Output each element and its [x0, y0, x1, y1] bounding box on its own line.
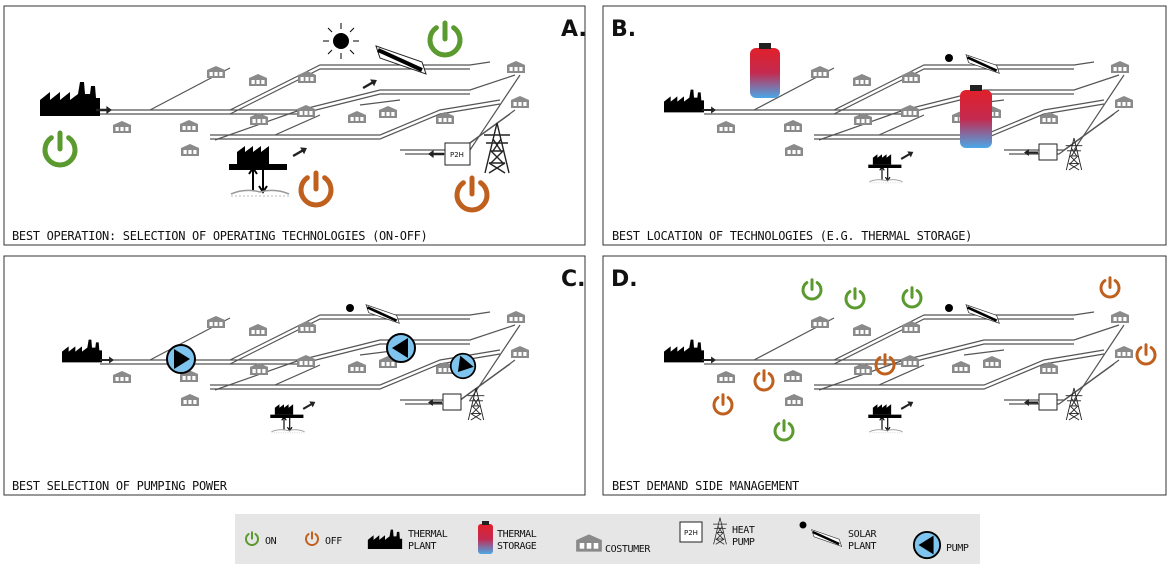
legend-heat-pump-line2: PUMP — [732, 537, 755, 548]
legend-solar-plant-line1: SOLAR — [848, 529, 877, 540]
legend-solar-plant-line2: PLANT — [848, 541, 876, 552]
panel-a-frame — [3, 5, 586, 246]
sun-icon — [945, 304, 953, 312]
pump-icon — [386, 333, 416, 363]
panel-d-caption: BEST DEMAND SIDE MANAGEMENT — [612, 479, 799, 493]
legend: ON OFF THERMAL PLANT THERMAL STORAGE COS… — [235, 514, 980, 564]
panel-b: B. BEST LOCATION OF TECHNOLOGIES (E.G. T… — [602, 5, 1167, 246]
panel-c-caption: BEST SELECTION OF PUMPING POWER — [12, 479, 228, 493]
pump-icon — [166, 344, 196, 374]
legend-thermal-storage-line1: THERMAL — [497, 529, 537, 540]
legend-thermal-plant-line2: PLANT — [408, 541, 436, 552]
legend-heat-pump-box-label: P2H — [684, 529, 698, 537]
legend-box — [235, 514, 980, 564]
legend-heat-pump-line1: HEAT — [732, 525, 755, 536]
sun-icon — [945, 54, 953, 62]
panel-c-frame — [3, 255, 586, 496]
panel-a-label: A. — [561, 17, 587, 42]
panel-c: C. BEST SELECTION OF PUMPING POWER — [3, 255, 586, 496]
heat-pump-box-label: P2H — [450, 151, 464, 159]
pump-icon — [912, 530, 942, 560]
panel-b-frame — [602, 5, 1167, 246]
heat-pump-box — [1038, 393, 1058, 411]
sun-icon — [799, 521, 807, 529]
heat-pump-box — [1038, 143, 1058, 161]
panel-a-caption: BEST OPERATION: SELECTION OF OPERATING T… — [12, 229, 427, 243]
legend-on-label: ON — [265, 536, 277, 547]
legend-thermal-storage-line2: STORAGE — [497, 541, 537, 552]
legend-costumer-label: COSTUMER — [605, 544, 651, 555]
panel-d: D. BEST DEMAND SIDE MANAGEMENT — [602, 255, 1167, 496]
panel-b-label: B. — [611, 17, 636, 42]
heat-pump-box — [679, 521, 703, 543]
legend-thermal-plant-line1: THERMAL — [408, 529, 448, 540]
thermal-storage-icon — [960, 85, 992, 148]
sun-icon — [323, 23, 359, 59]
panel-b-caption: BEST LOCATION OF TECHNOLOGIES (E.G. THER… — [612, 229, 972, 243]
legend-pump-label: PUMP — [946, 543, 969, 554]
thermal-storage-icon — [750, 43, 780, 98]
heat-pump-box — [444, 142, 471, 166]
thermal-storage-icon — [478, 521, 493, 554]
sun-icon — [346, 304, 354, 312]
panel-c-label: C. — [561, 267, 586, 292]
legend-off-label: OFF — [325, 536, 342, 547]
panel-d-frame — [602, 255, 1167, 496]
panel-d-label: D. — [611, 267, 638, 292]
panel-a: A. P2H BEST OPERATION: SELECTION OF OPER… — [3, 5, 587, 246]
heat-pump-box — [442, 393, 462, 411]
